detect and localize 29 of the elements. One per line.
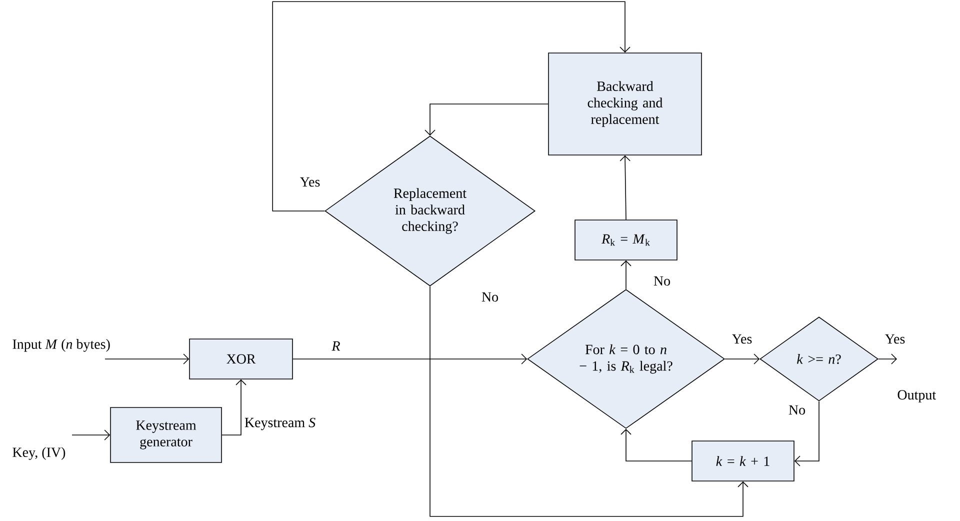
- process-box: XOR: [189, 338, 293, 380]
- arrow: [222, 379, 246, 436]
- process-box: k = k + 1: [692, 440, 794, 482]
- arrow: [794, 400, 820, 466]
- arrow: [424, 104, 548, 136]
- arrow: [620, 155, 630, 220]
- edge-label: Yes: [884, 333, 906, 345]
- edge-label: No: [787, 404, 807, 416]
- edge-label: Yes: [298, 176, 322, 188]
- edge-label: Keystream S: [243, 416, 317, 432]
- process-box: Backward checking and replacement: [548, 52, 702, 156]
- arrow: [620, 428, 692, 462]
- process-box: Keystream generator: [110, 407, 222, 463]
- arrow: [430, 286, 748, 517]
- output-label: Output: [898, 390, 936, 402]
- process-box: R$_{k}$ = M$_{k}$: [574, 220, 678, 260]
- edge-label: No: [652, 275, 672, 287]
- edge-label: Yes: [730, 333, 754, 345]
- input-label: Input M (n bytes): [12, 339, 110, 352]
- arrow: [620, 260, 632, 290]
- edge-label: No: [480, 291, 500, 303]
- edge-label: R: [330, 340, 342, 352]
- arrow: [272, 1, 630, 212]
- input-label: Key, (IV): [12, 447, 66, 460]
- arrow: [72, 430, 110, 440]
- arrow: [878, 354, 897, 364]
- arrow: [724, 354, 760, 364]
- arrow: [104, 354, 190, 364]
- arrow: [292, 354, 528, 364]
